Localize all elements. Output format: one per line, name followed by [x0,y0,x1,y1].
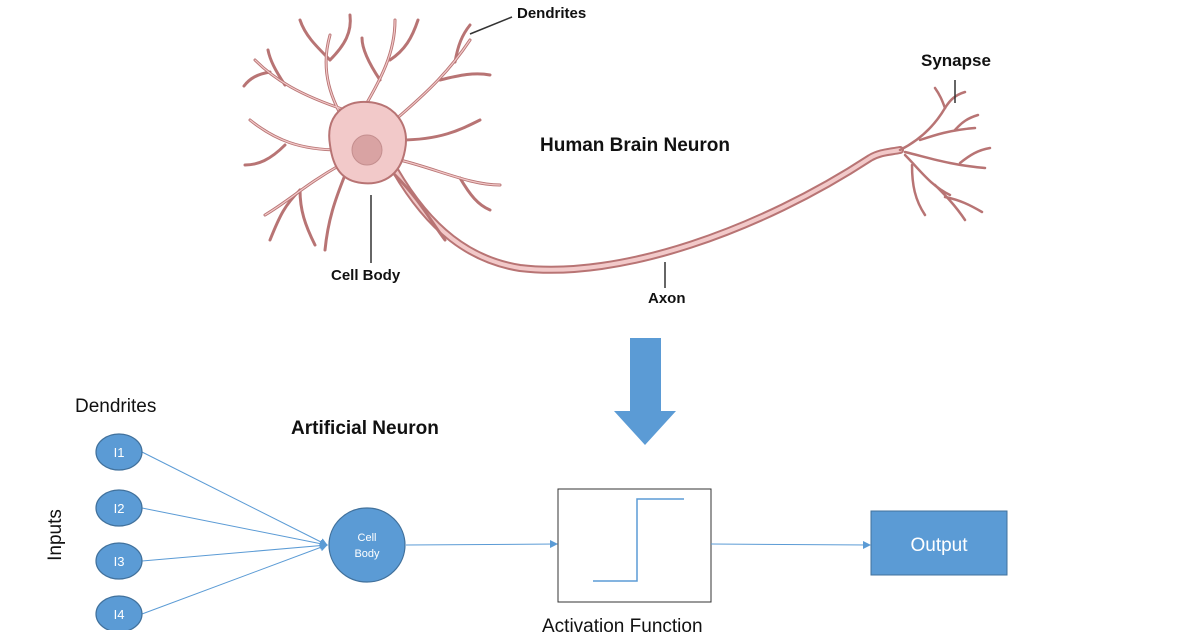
bio-callouts [370,16,956,288]
output-label: Output [910,535,968,556]
input-connection-4 [141,543,328,615]
input-node-3-label: I3 [114,554,125,569]
cell-body-line-2: Body [354,548,380,560]
output-box: Output [870,510,1008,576]
synapse-label: Synapse [921,51,991,70]
input-node-1: I1 [95,433,143,471]
input-connection-1 [141,451,328,546]
biological-neuron [242,13,992,274]
input-node-2: I2 [95,489,143,527]
dendrites-callout [469,16,513,35]
input-connection-3 [141,541,328,562]
activation-to-output-connector [710,540,871,549]
artificial-dendrites-label: Dendrites [75,396,157,417]
input-node-3: I3 [95,542,143,580]
input-node-4: I4 [95,595,143,633]
synapse-terminals [898,86,992,222]
artificial-neuron: I1 I2 I3 I4 Cell Body [95,433,1008,633]
axon-label: Axon [648,290,686,307]
cell-body-node: Cell Body [328,507,406,583]
input-node-4-label: I4 [114,607,125,622]
axon-core [393,148,902,272]
input-node-2-label: I2 [114,501,125,516]
artificial-neuron-title: Artificial Neuron [291,418,439,439]
soma-nucleus [351,134,383,166]
cell-body-label: Cell Body [331,267,401,284]
cell-body-line-1: Cell [358,532,377,544]
activation-function-box [557,488,712,603]
inputs-label: Inputs [44,509,66,561]
input-node-1-label: I1 [114,445,125,460]
transition-arrow [614,338,676,445]
input-connections [141,451,328,615]
cellbody-to-activation-connector [405,540,558,549]
dendrites-label: Dendrites [517,5,587,22]
activation-function-label: Activation Function [542,616,703,637]
input-connection-2 [141,507,328,548]
human-brain-neuron-title: Human Brain Neuron [540,135,731,156]
step-function-graph [593,498,684,582]
